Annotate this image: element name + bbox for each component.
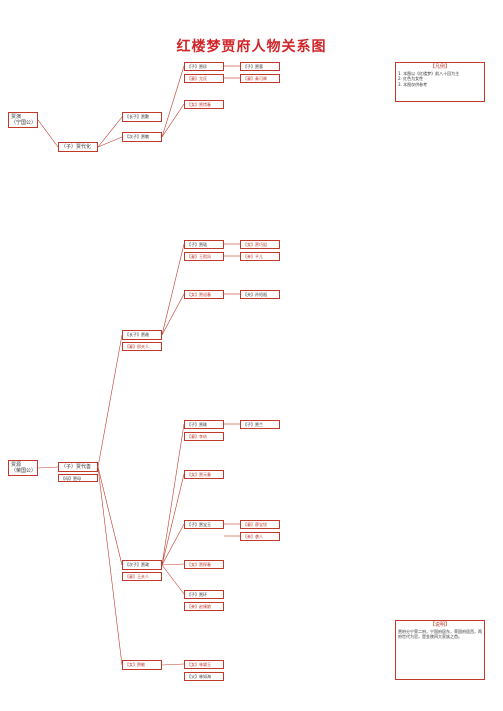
- root-ningguo: 贾演 （宁国公）: [8, 112, 38, 128]
- character-node-n4: 【妻】秦可卿: [240, 74, 280, 83]
- link-zheng-baoyu: [161, 523, 185, 566]
- character-node-n9: 【女】贾迎春: [184, 290, 224, 299]
- page-title: 红楼梦贾府人物关系图: [176, 39, 327, 55]
- character-node-n13: 【子】贾兰: [240, 420, 280, 429]
- note-heading: 【凡例】: [429, 64, 450, 70]
- note-box-note1: 【凡例】1. 本图以《红楼梦》前八十回为主 2. 红色为女性 3. 本图仅供参考: [395, 62, 485, 102]
- character-node-n20: 【妾】赵姨娘: [184, 602, 224, 611]
- link-jing-xichun: [161, 103, 185, 138]
- link-she-lian: [161, 243, 185, 336]
- link-daishan-she: [97, 334, 123, 468]
- root-rongguo: 贾源 （荣国公）: [8, 460, 38, 476]
- character-node-n10: 【夫】孙绍祖: [240, 290, 280, 299]
- note-text: 1. 本图以《红楼梦》前八十回为主 2. 红色为女性 3. 本图仅供参考: [398, 70, 460, 87]
- note-box-note2: 【说明】贾府分宁荣二府，宁国府居东，荣国府居西，两府世代为官，是金陵四大家族之首…: [395, 620, 485, 680]
- link-zheng-zhu: [161, 423, 185, 566]
- character-node-n2: 【妻】尤氏: [184, 74, 224, 83]
- link-zheng-yuanchun: [161, 473, 185, 566]
- link-she-yingchun: [161, 293, 185, 336]
- node-min: 【女】贾敏: [122, 660, 162, 670]
- character-node-n17: 【妾】袭人: [240, 532, 280, 541]
- character-node-n6: 【子】贾琏: [184, 240, 224, 249]
- character-node-n19: 【子】贾环: [184, 590, 224, 599]
- link-daishan-min: [97, 466, 123, 666]
- character-node-n18: 【女】贾探春: [184, 560, 224, 569]
- character-node-n24: 【妻】邢夫人: [122, 342, 162, 351]
- link-min-daiyu: [161, 663, 185, 666]
- link-root-daihua: [37, 119, 59, 148]
- character-node-n3: 【子】贾蓉: [240, 62, 280, 71]
- link-daishan-zheng: [97, 466, 123, 566]
- node-mu: 【母】贾母: [58, 474, 98, 482]
- node-fu: 【长子】贾敷: [122, 112, 162, 122]
- node-jing: 【次子】贾敬: [122, 132, 162, 142]
- link-jing-zhen: [161, 65, 185, 138]
- character-node-n8: 【女】贾巧姐: [240, 240, 280, 249]
- link-zheng-tanchun: [161, 563, 185, 566]
- character-node-n11: 【子】贾珠: [184, 420, 224, 429]
- character-node-n14: 【女】贾元春: [184, 470, 224, 479]
- character-node-n25: 【妾】平儿: [240, 252, 280, 261]
- link-daihua-jing: [97, 136, 123, 148]
- node-zheng: 【次子】贾政: [122, 560, 162, 570]
- link-zheng-huan: [161, 564, 185, 595]
- character-node-n16: 【妻】薛宝钗: [240, 520, 280, 529]
- character-node-n15: 【子】贾宝玉: [184, 520, 224, 529]
- node-she: 【长子】贾赦: [122, 330, 162, 340]
- character-node-n21: 【妻】王夫人: [122, 572, 162, 581]
- character-node-n5: 【女】贾惜春: [184, 100, 224, 109]
- note-heading: 【说明】: [429, 622, 450, 628]
- node-dai-hua: （子）贾代化: [58, 142, 98, 152]
- link-root-daishan: [37, 466, 59, 469]
- link-daihua-fu: [97, 116, 123, 148]
- character-node-n12: 【妻】李纨: [184, 432, 224, 441]
- node-dai-shan: （子）贾代善: [58, 462, 98, 472]
- note-text: 贾府分宁荣二府，宁国府居东，荣国府居西，两府世代为官，是金陵四大家族之首。: [398, 628, 482, 640]
- character-node-n23: 【父】林如海: [184, 672, 224, 681]
- character-node-n7: 【妻】王熙凤: [184, 252, 224, 261]
- character-node-n22: 【女】林黛玉: [184, 660, 224, 669]
- character-node-n1: 【子】贾珍: [184, 62, 224, 71]
